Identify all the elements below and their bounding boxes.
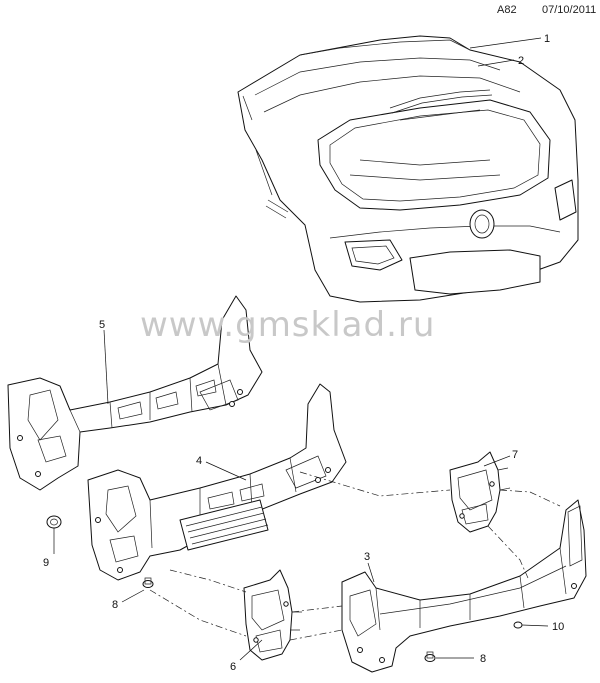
callout-5: 5 [99,319,105,331]
part-3-rear-lower-panel [341,499,587,673]
fastener-8-nut-right [424,651,436,662]
diagram-date: 07/10/2011 [542,4,597,16]
page-code: A82 [497,4,517,16]
callout-9: 9 [43,557,49,569]
callout-4: 4 [196,455,202,467]
tailgate-assembly [237,35,579,303]
watermark: www.gmsklad.ru [140,305,435,345]
callout-8-right: 8 [480,653,486,665]
callout-labels: 1 2 3 4 5 6 7 8 8 9 10 [43,33,564,673]
callout-8-left: 8 [112,599,118,611]
leader-lines [53,37,549,661]
fastener-10-clip [513,621,523,629]
part-4-rear-panel [87,383,347,581]
callout-7: 7 [512,449,518,461]
callout-3: 3 [364,551,370,563]
callout-10: 10 [552,621,564,633]
fastener-9-plug [46,515,62,529]
callout-6: 6 [230,661,236,673]
part-5-rear-panel-upper [7,295,263,491]
callout-2: 2 [518,55,524,67]
callout-1: 1 [544,33,550,45]
part-6-bracket-left [243,569,302,661]
part-7-bracket-right [449,451,511,533]
alignment-lines [149,471,561,641]
fastener-8-nut-left [142,577,154,588]
